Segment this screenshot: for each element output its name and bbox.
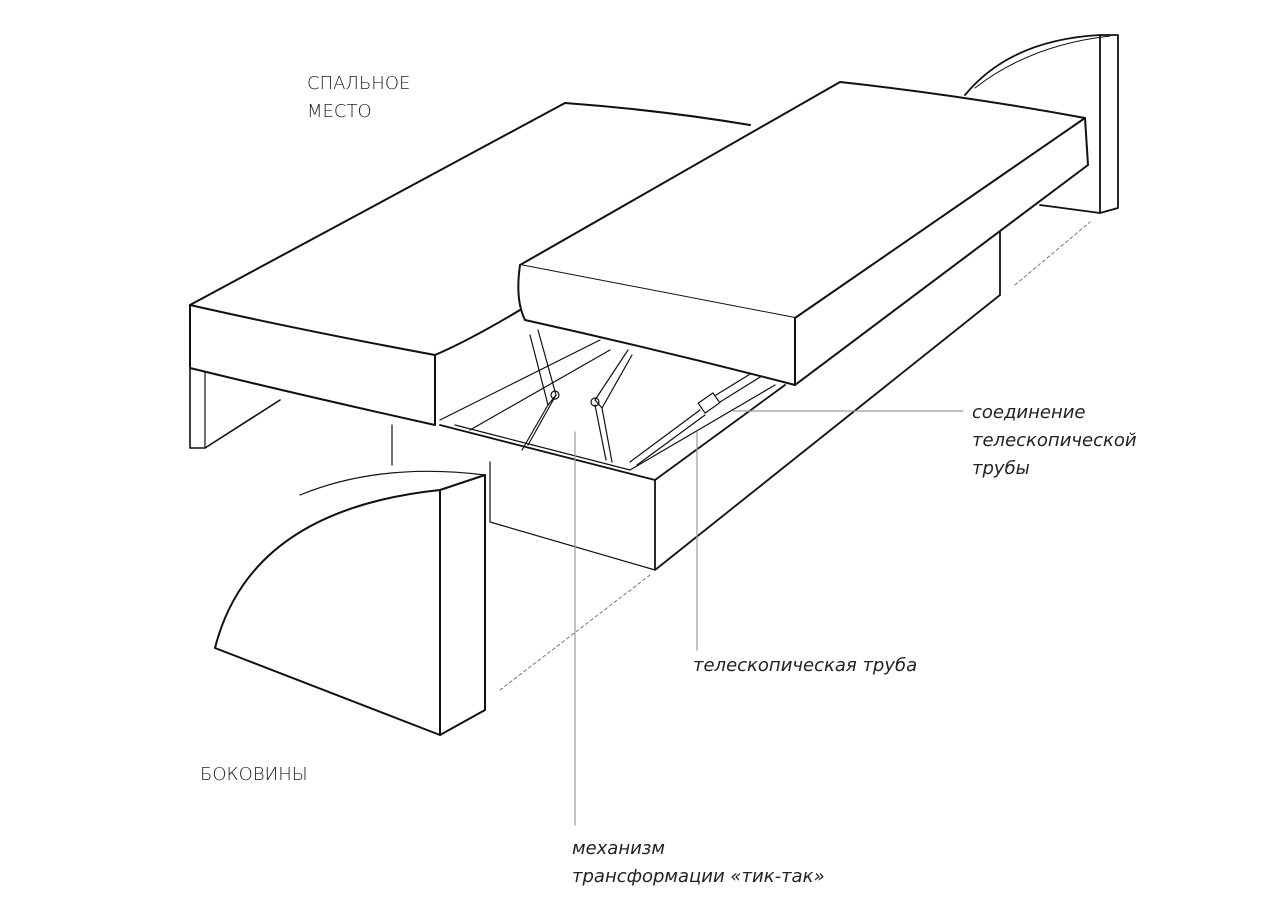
- left-seat-cushion: [189, 102, 751, 449]
- label-line: трансформации «тик-так»: [572, 866, 825, 887]
- label-tube-joint: соединение телескопической трубы: [972, 399, 1137, 483]
- label-line: телескопической: [972, 430, 1137, 451]
- assembly-guides: [499, 221, 1091, 691]
- label-armrests: БОКОВИНЫ: [200, 764, 308, 785]
- label-telescopic-tube: телескопическая труба: [693, 655, 918, 676]
- label-line: механизм: [572, 838, 665, 859]
- label-sleeping-place: СПАЛЬНОЕ МЕСТО: [307, 70, 410, 126]
- left-armrest: [214, 470, 486, 736]
- label-line: СПАЛЬНОЕ: [307, 73, 411, 94]
- base-box: [391, 231, 1001, 571]
- label-line: трубы: [972, 458, 1030, 479]
- label-mechanism: механизм трансформации «тик-так»: [572, 835, 825, 891]
- leader-lines: [574, 410, 964, 826]
- label-line: МЕСТО: [307, 101, 372, 122]
- label-line: соединение: [972, 402, 1086, 423]
- right-seat-cushion: [517, 81, 1089, 386]
- right-armrest: [964, 34, 1119, 214]
